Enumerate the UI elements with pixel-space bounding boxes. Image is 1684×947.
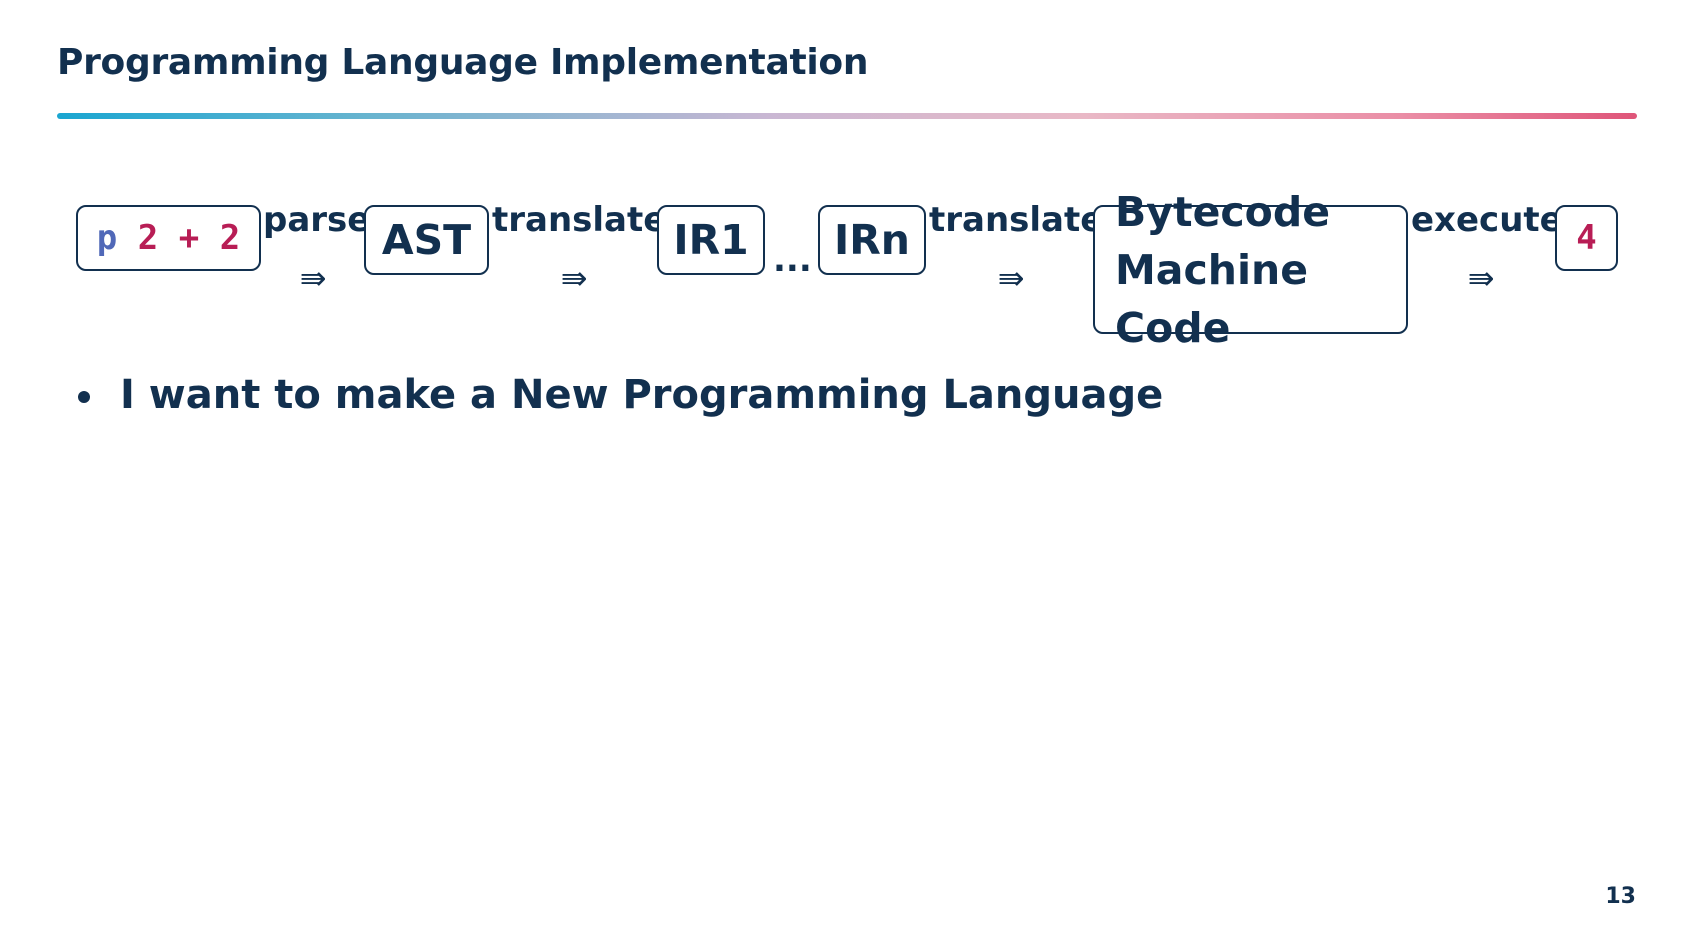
- slide-title: Programming Language Implementation: [57, 42, 869, 83]
- bullet-dot-icon: [78, 391, 90, 403]
- arrow-icon: ⇛: [1467, 259, 1495, 297]
- source-token-operator: +: [178, 218, 200, 258]
- result-value: 4: [1576, 218, 1597, 258]
- ast-box: AST: [364, 205, 489, 275]
- source-code-box: p 2 + 2: [76, 205, 261, 271]
- source-token-number: 2: [137, 218, 159, 258]
- source-token-number: 2: [219, 218, 241, 258]
- target-code-box: Bytecode Machine Code: [1093, 188, 1408, 352]
- target-code-line-machine-code: Machine Code: [1115, 245, 1309, 352]
- arrow-icon: ⇛: [997, 259, 1025, 297]
- bullet-item: I want to make a New Programming Languag…: [78, 372, 1163, 418]
- page-number: 13: [1605, 884, 1636, 909]
- result-box: 4: [1555, 205, 1618, 271]
- edge-label-execute: execute: [1411, 200, 1563, 240]
- arrow-icon: ⇛: [560, 259, 588, 297]
- ellipsis: ...: [773, 240, 812, 280]
- target-code-line-bytecode: Bytecode: [1115, 187, 1331, 236]
- ir1-box: IR1: [657, 205, 765, 275]
- edge-label-parse: parse: [263, 200, 371, 240]
- arrow-icon: ⇛: [299, 259, 327, 297]
- bullet-text: I want to make a New Programming Languag…: [120, 372, 1164, 418]
- title-gradient-rule: [57, 113, 1637, 119]
- irn-box: IRn: [818, 205, 926, 275]
- source-token-keyword: p: [96, 218, 118, 258]
- edge-label-translate: translate: [929, 200, 1104, 240]
- edge-label-translate: translate: [492, 200, 667, 240]
